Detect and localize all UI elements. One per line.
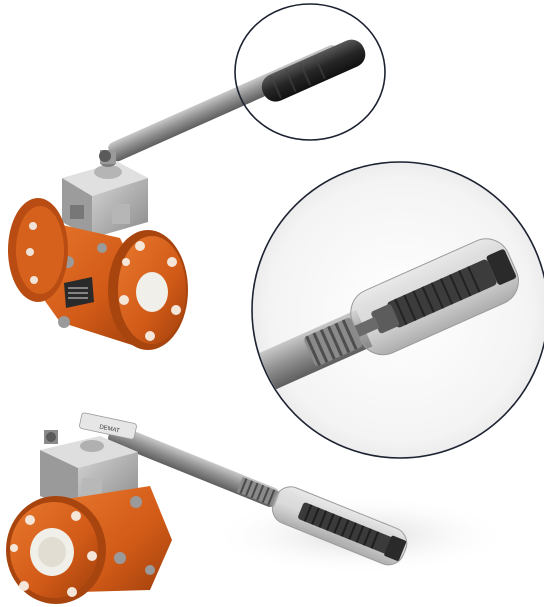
- zoom-callout: [251, 161, 544, 459]
- left-flange: [8, 198, 68, 302]
- nameplate-text: DEMAT: [99, 424, 121, 434]
- handle-grip: [261, 39, 366, 102]
- bottom-front-flange: [6, 496, 106, 604]
- grip-callout-circle: [234, 3, 386, 141]
- actuator-block: [62, 150, 148, 238]
- spring-mechanism: [304, 318, 363, 367]
- top-valve: [8, 3, 386, 350]
- lever-nameplate: DEMAT: [79, 412, 137, 440]
- right-flange: [108, 230, 188, 350]
- bottom-valve: DEMAT: [6, 412, 510, 604]
- bottom-lever: [108, 424, 408, 566]
